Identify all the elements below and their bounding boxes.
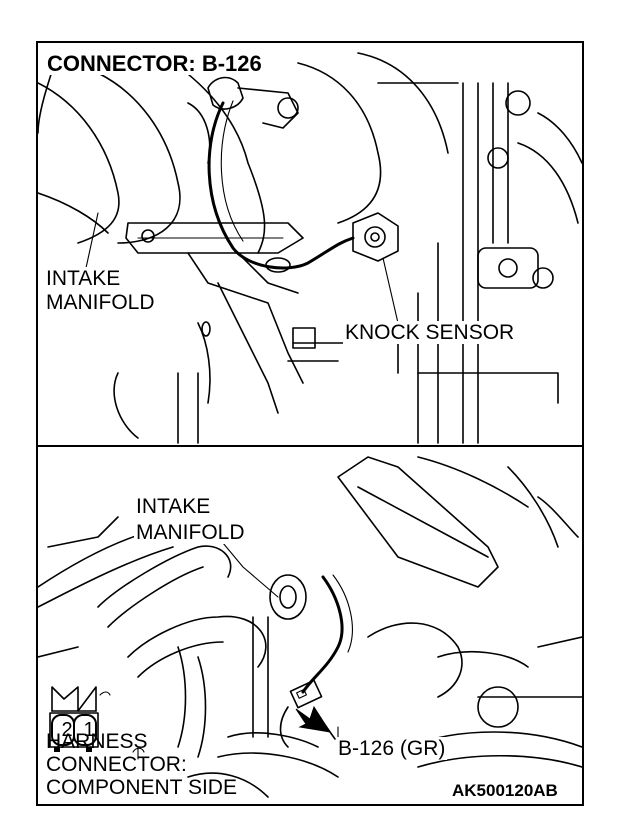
intake-manifold-label-line1: INTAKE xyxy=(44,267,123,290)
engine-line-drawing-top xyxy=(38,52,582,444)
diagram-frame: CONNECTOR: B-126 INTAKE MANIFOLD KNOCK S… xyxy=(36,41,584,806)
top-panel-engine-view: CONNECTOR: B-126 INTAKE MANIFOLD KNOCK S… xyxy=(38,43,582,445)
connector-title: CONNECTOR: B-126 xyxy=(45,51,264,76)
intake-manifold-label-line2: MANIFOLD xyxy=(134,521,247,544)
harness-label-line1: HARNESS xyxy=(46,730,148,753)
figure-code: AK500120AB xyxy=(450,781,560,801)
harness-label-line2: CONNECTOR: xyxy=(46,753,187,776)
pin-2-label: 2 xyxy=(61,719,73,741)
bottom-panel-connector-view: INTAKE MANIFOLD B-126 (GR) 2 1 HARNESS C… xyxy=(38,447,582,804)
intake-manifold-label-line1: INTAKE xyxy=(134,495,213,518)
knock-sensor-label: KNOCK SENSOR xyxy=(343,321,517,344)
connector-callout-label: B-126 (GR) xyxy=(336,737,448,760)
intake-manifold-label-line2: MANIFOLD xyxy=(44,291,157,314)
pin-1-label: 1 xyxy=(83,719,95,741)
engine-line-drawing-bottom xyxy=(38,456,582,798)
harness-label-line3: COMPONENT SIDE xyxy=(46,776,237,799)
panel-divider xyxy=(38,445,582,447)
